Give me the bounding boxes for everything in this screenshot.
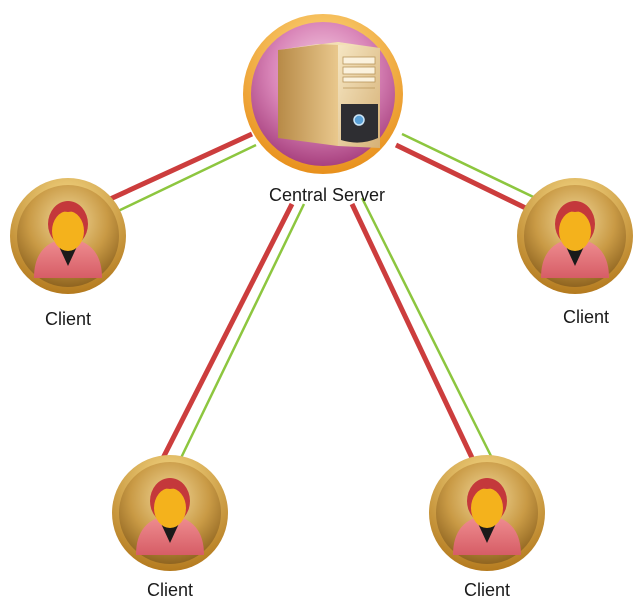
- client-label-right: Client: [562, 307, 610, 327]
- link-left-secondary: [115, 143, 257, 214]
- client-label-bottom-right: Client: [463, 580, 511, 600]
- link-bottom-left-secondary: [178, 203, 306, 461]
- connection-links: [106, 131, 549, 464]
- user-icon: [34, 201, 102, 278]
- client-label-left: Client: [44, 309, 92, 329]
- link-right-secondary: [401, 132, 549, 206]
- link-bottom-right-secondary: [360, 197, 494, 459]
- server-node[interactable]: [243, 14, 403, 174]
- client-node-bottom-left[interactable]: [112, 455, 228, 571]
- link-bottom-left-primary: [159, 202, 295, 462]
- server-label: Central Server: [268, 185, 386, 205]
- client-node-left[interactable]: [10, 178, 126, 294]
- link-right-primary: [394, 142, 542, 218]
- link-left-primary: [106, 131, 254, 203]
- user-icon: [453, 478, 521, 555]
- server-tower-icon: [278, 42, 380, 148]
- user-icon: [136, 478, 204, 555]
- link-bottom-right-primary: [349, 202, 477, 464]
- user-icon: [541, 201, 609, 278]
- client-node-right[interactable]: [517, 178, 633, 294]
- client-node-bottom-right[interactable]: [429, 455, 545, 571]
- client-label-bottom-left: Client: [146, 580, 194, 600]
